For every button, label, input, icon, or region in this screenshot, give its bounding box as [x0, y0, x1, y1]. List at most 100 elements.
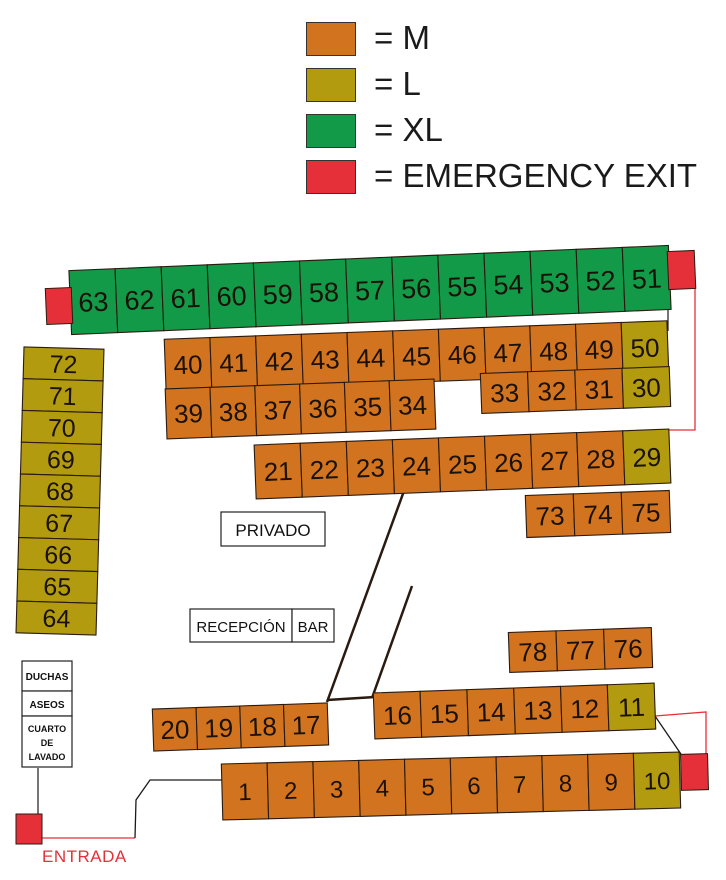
pitch-73[interactable]: 73	[524, 493, 576, 539]
legend-label-xl: = XL	[374, 111, 443, 148]
pitch-59[interactable]: 59	[252, 260, 303, 328]
path-diagonal-long	[325, 479, 410, 703]
pitch-51[interactable]: 51	[621, 244, 672, 312]
privado-label: PRIVADO	[235, 521, 310, 540]
pitch-72[interactable]: 72	[22, 346, 105, 382]
pitch-50[interactable]: 50	[620, 320, 670, 376]
pitch-43[interactable]: 43	[300, 331, 350, 387]
path-entrance-road	[134, 779, 222, 839]
pitch-52-number: 52	[585, 265, 616, 296]
pitch-64[interactable]: 64	[15, 600, 98, 636]
pitch-75-area	[620, 489, 672, 535]
pitch-6-number: 6	[467, 773, 481, 800]
pitch-24[interactable]: 24	[391, 437, 442, 495]
pitch-25[interactable]: 25	[437, 435, 488, 493]
pitch-17[interactable]: 17	[282, 702, 330, 748]
pitch-16[interactable]: 16	[372, 690, 423, 740]
pitch-33[interactable]: 33	[479, 371, 530, 415]
pitch-31[interactable]: 31	[574, 367, 625, 411]
pitch-61[interactable]: 61	[160, 264, 211, 332]
pitch-36[interactable]: 36	[299, 381, 347, 435]
pitch-42[interactable]: 42	[255, 333, 304, 389]
pitch-44[interactable]: 44	[346, 330, 396, 386]
pitch-19[interactable]: 19	[195, 705, 242, 751]
pitch-58[interactable]: 58	[298, 258, 349, 326]
pitch-66[interactable]: 66	[17, 536, 100, 573]
pitch-47[interactable]: 47	[483, 325, 533, 381]
pitch-62[interactable]: 62	[114, 266, 165, 334]
pitch-63[interactable]: 63	[68, 268, 119, 336]
pitch-29[interactable]: 29	[622, 428, 672, 486]
pitch-15[interactable]: 15	[419, 689, 470, 738]
pitch-75[interactable]: 75	[620, 489, 672, 535]
pitch-28[interactable]: 28	[576, 430, 626, 488]
pitch-46[interactable]: 46	[437, 326, 487, 382]
pitch-41[interactable]: 41	[209, 335, 259, 391]
pitch-2[interactable]: 2	[266, 761, 315, 820]
pitch-30[interactable]: 30	[621, 365, 672, 409]
pitch-45[interactable]: 45	[392, 328, 441, 384]
pitch-71[interactable]: 71	[21, 378, 104, 414]
pitch-7[interactable]: 7	[495, 755, 544, 814]
pitch-77[interactable]: 77	[555, 628, 606, 672]
pitch-78[interactable]: 78	[507, 630, 558, 674]
emergency-exit-top-left	[44, 286, 74, 326]
pitch-11[interactable]: 11	[606, 682, 657, 732]
pitch-67[interactable]: 67	[18, 505, 101, 541]
pitch-74[interactable]: 74	[572, 491, 624, 537]
pitch-52[interactable]: 52	[575, 246, 626, 314]
pitch-70[interactable]: 70	[20, 409, 103, 446]
pitch-1[interactable]: 1	[220, 762, 270, 821]
pitch-37[interactable]: 37	[254, 383, 302, 437]
pitch-53[interactable]: 53	[529, 248, 580, 316]
pitch-6[interactable]: 6	[449, 756, 499, 815]
pitch-25-number: 25	[447, 449, 477, 480]
pitch-9[interactable]: 9	[587, 752, 636, 811]
pitch-23[interactable]: 23	[345, 439, 395, 496]
cuarto-label-line2: DE	[41, 738, 54, 748]
pitch-35[interactable]: 35	[343, 380, 392, 433]
pitch-20[interactable]: 20	[151, 706, 199, 752]
pitch-56[interactable]: 56	[391, 254, 442, 322]
pitch-65[interactable]: 65	[16, 568, 99, 604]
pitch-27[interactable]: 27	[530, 432, 580, 489]
pitch-4[interactable]: 4	[358, 758, 407, 817]
pitch-60[interactable]: 60	[206, 262, 257, 330]
pitch-76[interactable]: 76	[603, 626, 654, 670]
pitch-3[interactable]: 3	[312, 759, 361, 819]
pitch-55[interactable]: 55	[437, 252, 488, 320]
pitch-8[interactable]: 8	[541, 753, 590, 813]
pitch-69[interactable]: 69	[19, 441, 102, 477]
pitch-34[interactable]: 34	[388, 378, 437, 432]
pitch-18[interactable]: 18	[239, 703, 286, 749]
pitch-2-number: 2	[284, 778, 298, 805]
pitch-13[interactable]: 13	[513, 685, 563, 735]
pitch-40-number: 40	[173, 349, 203, 380]
pitch-38[interactable]: 38	[209, 385, 258, 438]
pitch-40[interactable]: 40	[163, 336, 213, 392]
pitch-26[interactable]: 26	[483, 433, 534, 491]
pitch-39[interactable]: 39	[164, 386, 213, 440]
pitch-54[interactable]: 54	[483, 250, 534, 318]
pitch-49[interactable]: 49	[574, 321, 624, 377]
pitch-32[interactable]: 32	[526, 369, 577, 413]
pitch-31-number: 31	[584, 374, 614, 405]
pitch-10[interactable]: 10	[632, 751, 682, 810]
pitch-14[interactable]: 14	[466, 687, 516, 737]
legend-swatch-emergency-exit	[306, 160, 356, 194]
pitch-57[interactable]: 57	[345, 256, 395, 324]
pitch-12[interactable]: 12	[559, 684, 610, 733]
pitch-17-number: 17	[291, 710, 321, 741]
pitch-5[interactable]: 5	[403, 757, 453, 816]
pitch-22[interactable]: 22	[299, 440, 349, 498]
pitch-61-number: 61	[170, 283, 201, 314]
pitch-24-number: 24	[401, 451, 431, 482]
pitch-21[interactable]: 21	[253, 442, 303, 500]
pitch-73-number: 73	[535, 501, 565, 532]
pitch-68[interactable]: 68	[19, 473, 101, 509]
